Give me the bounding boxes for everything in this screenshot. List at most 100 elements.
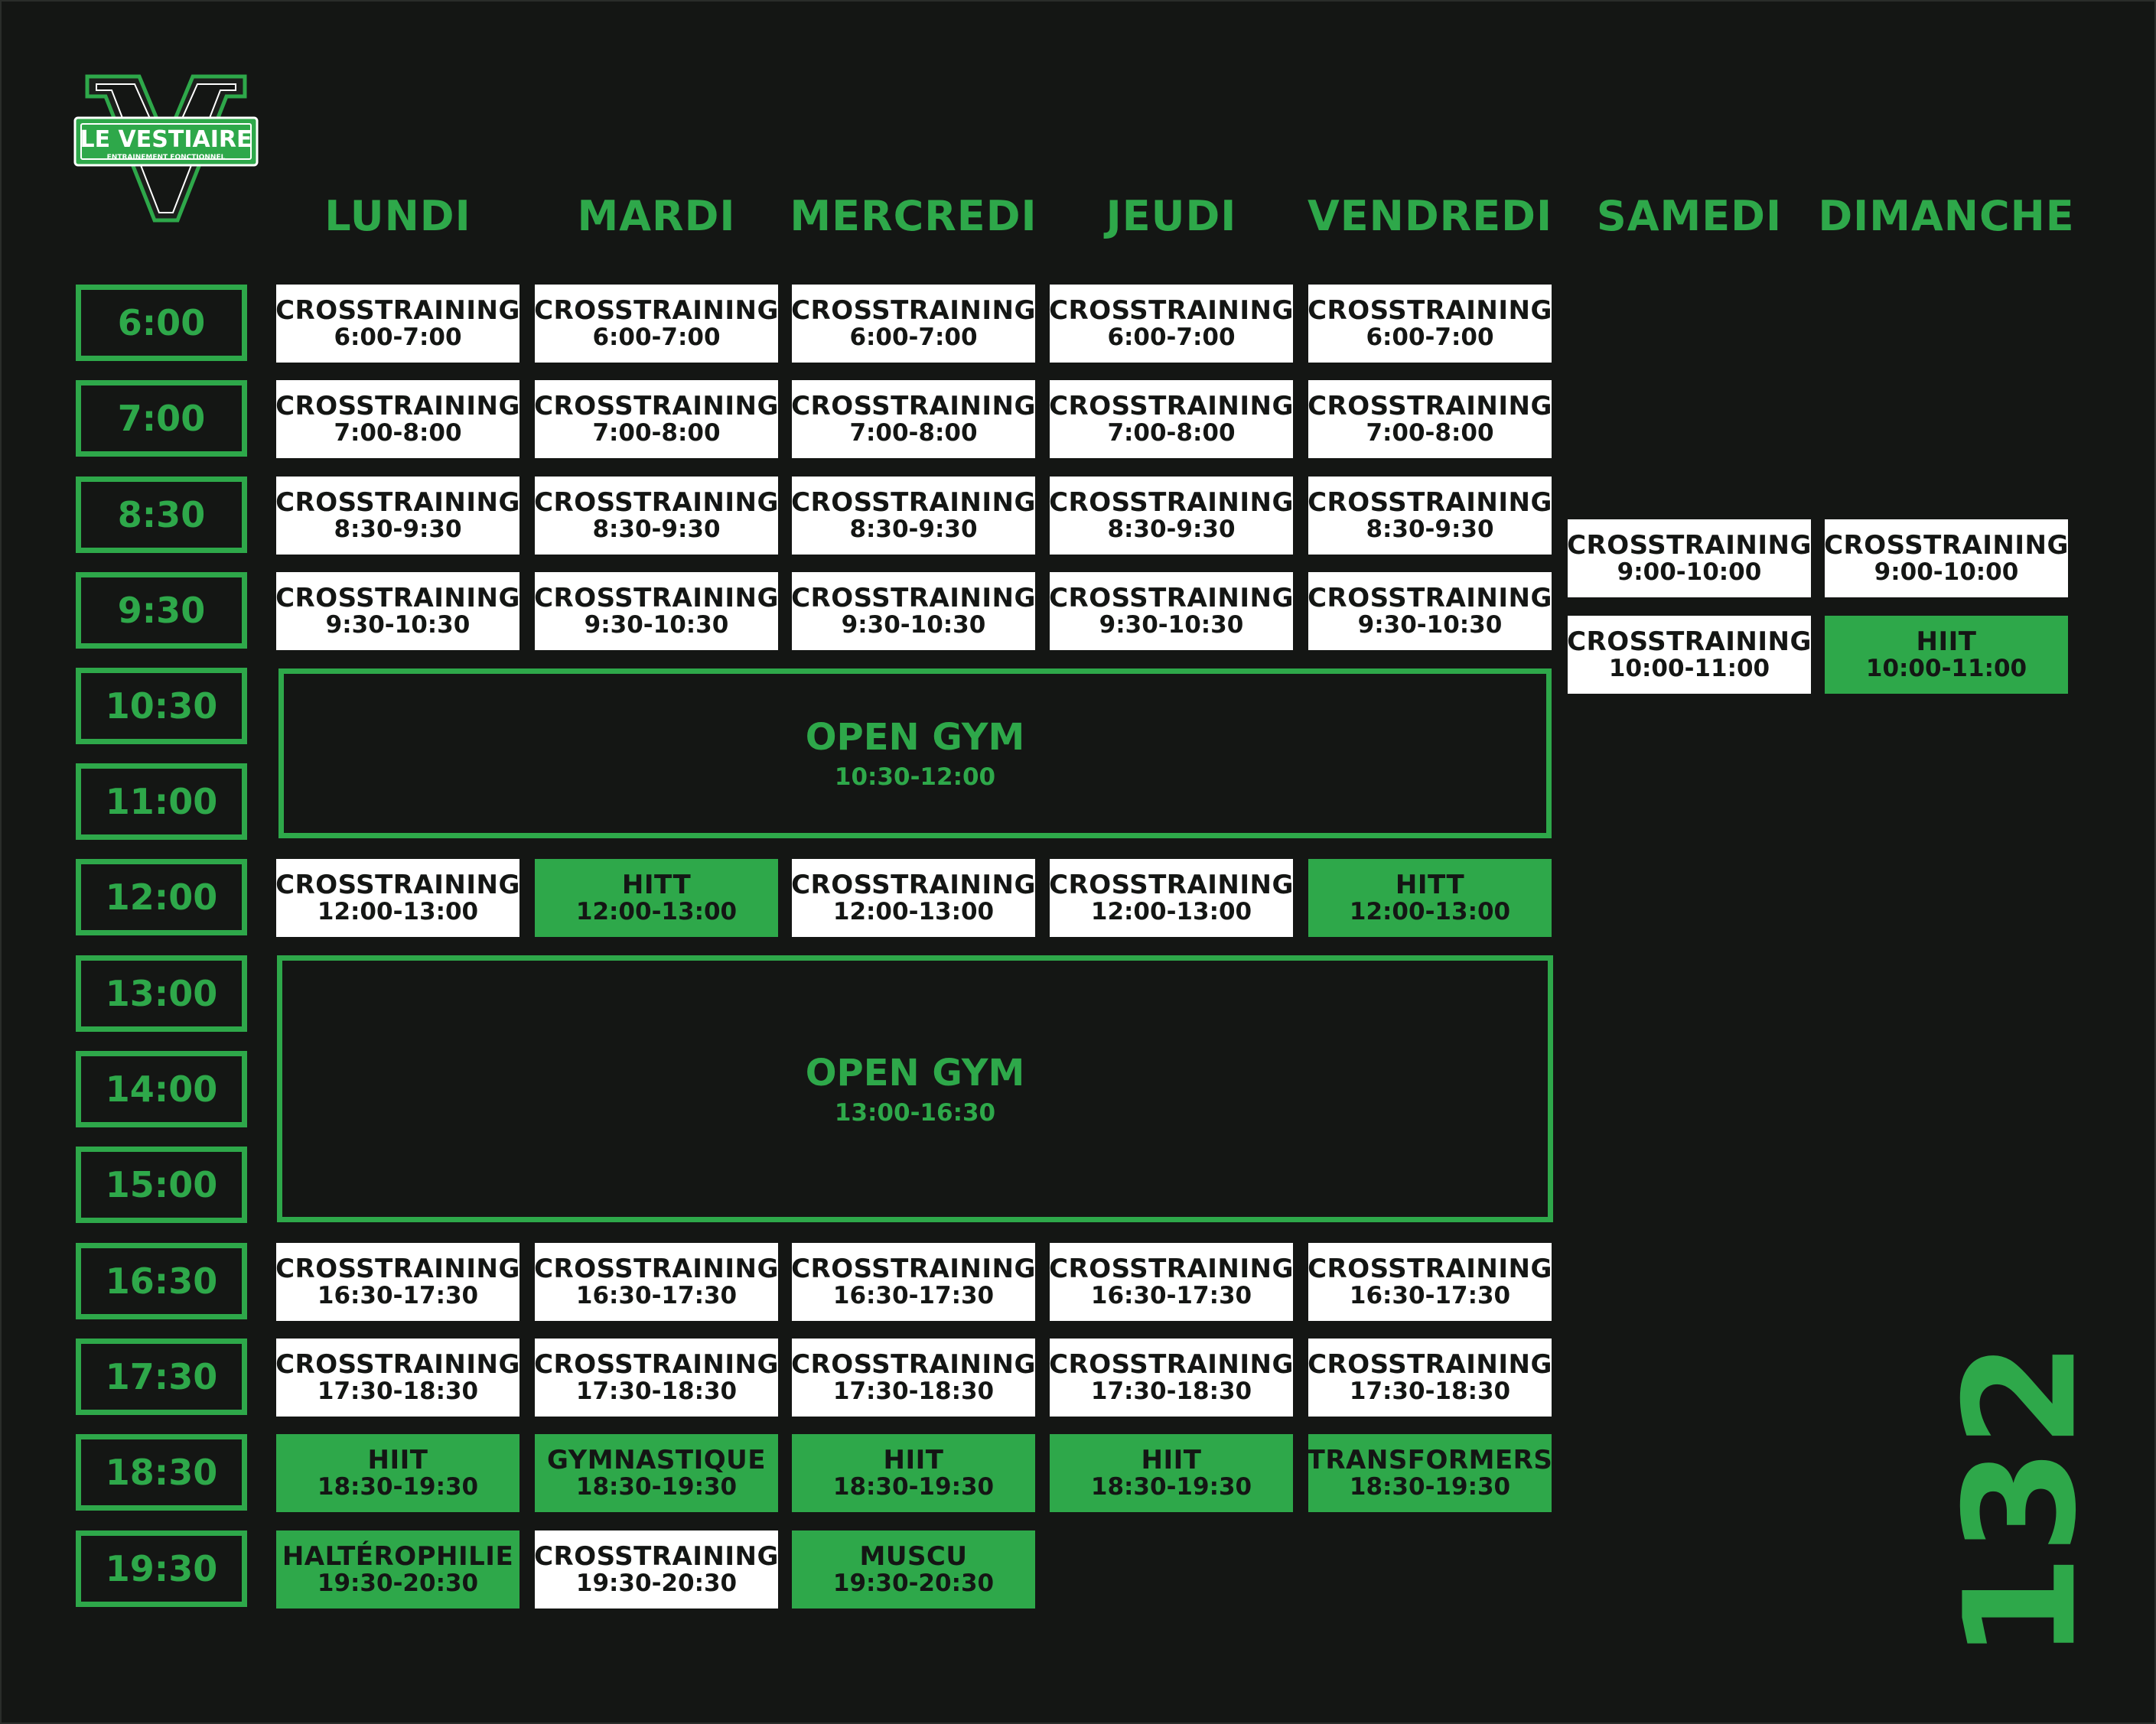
class-hours: 16:30-17:30 <box>575 1281 738 1309</box>
class-name: CROSSTRAINING <box>275 869 520 900</box>
class-hours: 17:30-18:30 <box>317 1377 479 1405</box>
class-name: HIIT <box>1916 626 1977 657</box>
class-hours: 8:30-9:30 <box>1366 515 1494 543</box>
class-hours: 12:00-13:00 <box>575 897 738 925</box>
open-gym-name: OPEN GYM <box>805 1051 1025 1095</box>
logo-tagline: ENTRAINEMENT FONCTIONNEL <box>107 154 226 161</box>
class-name: CROSSTRAINING <box>791 486 1036 518</box>
class-hours: 19:30-20:30 <box>317 1569 479 1597</box>
class-hours: 9:00-10:00 <box>1874 558 2019 586</box>
time-slot-label: 8:30 <box>76 477 247 553</box>
open-gym-block-afternoon: OPEN GYM 13:00-16:30 <box>277 955 1553 1222</box>
time-slot-label: 17:30 <box>76 1339 247 1415</box>
day-header-mardi: MARDI <box>577 191 736 240</box>
class-name: HITT <box>621 869 692 900</box>
class-name: CROSSTRAINING <box>275 1253 520 1284</box>
class-name: CROSSTRAINING <box>791 582 1036 613</box>
class-hours: 7:00-8:00 <box>1366 418 1494 447</box>
class-name: HALTÉROPHILIE <box>282 1540 514 1572</box>
class-hours: 16:30-17:30 <box>1349 1281 1511 1309</box>
class-hours: 9:30-10:30 <box>325 610 471 639</box>
class-name: CROSSTRAINING <box>1049 1253 1294 1284</box>
class-hours: 12:00-13:00 <box>832 897 995 925</box>
day-header-dimanche: DIMANCHE <box>1818 191 2075 240</box>
class-hours: 6:00-7:00 <box>1107 323 1236 351</box>
class-name: CROSSTRAINING <box>1567 626 1812 657</box>
class-hours: 18:30-19:30 <box>1349 1472 1511 1501</box>
day-header-jeudi: JEUDI <box>1106 191 1237 240</box>
class-name: CROSSTRAINING <box>534 390 779 421</box>
class-name: CROSSTRAINING <box>791 294 1036 326</box>
class-hours: 18:30-19:30 <box>575 1472 738 1501</box>
class-hours: 9:30-10:30 <box>841 610 986 639</box>
class-name: CROSSTRAINING <box>1049 869 1294 900</box>
class-hours: 6:00-7:00 <box>1366 323 1494 351</box>
class-name: CROSSTRAINING <box>1049 486 1294 518</box>
class-name: CROSSTRAINING <box>275 486 520 518</box>
class-hours: 9:30-10:30 <box>584 610 729 639</box>
time-slot-label: 15:00 <box>76 1147 247 1223</box>
class-name: CROSSTRAINING <box>534 1540 779 1572</box>
class-hours: 9:00-10:00 <box>1617 558 1762 586</box>
class-name: CROSSTRAINING <box>1824 529 2069 561</box>
class-hours: 8:30-9:30 <box>849 515 978 543</box>
class-hours: 12:00-13:00 <box>317 897 479 925</box>
day-header-mercredi: MERCREDI <box>790 191 1037 240</box>
class-name: CROSSTRAINING <box>275 294 520 326</box>
class-name: HITT <box>1395 869 1465 900</box>
class-name: TRANSFORMERS <box>1307 1444 1553 1475</box>
class-hours: 7:00-8:00 <box>1107 418 1236 447</box>
class-name: CROSSTRAINING <box>275 1348 520 1380</box>
class-name: CROSSTRAINING <box>791 869 1036 900</box>
class-name: CROSSTRAINING <box>791 390 1036 421</box>
class-name: HIIT <box>367 1444 428 1475</box>
class-name: CROSSTRAINING <box>275 390 520 421</box>
class-hours: 9:30-10:30 <box>1099 610 1244 639</box>
class-hours: 6:00-7:00 <box>334 323 462 351</box>
class-hours: 19:30-20:30 <box>832 1569 995 1597</box>
time-slot-label: 13:00 <box>76 955 247 1032</box>
class-hours: 9:30-10:30 <box>1357 610 1503 639</box>
class-name: CROSSTRAINING <box>1308 1348 1552 1380</box>
day-header-vendredi: VENDREDI <box>1307 191 1553 240</box>
class-hours: 7:00-8:00 <box>334 418 462 447</box>
class-name: HIIT <box>1141 1444 1202 1475</box>
class-hours: 10:00-11:00 <box>1608 654 1770 682</box>
class-hours: 12:00-13:00 <box>1349 897 1511 925</box>
logo-name: LE VESTIAIRE <box>80 126 252 153</box>
time-slot-label: 12:00 <box>76 859 247 935</box>
class-hours: 6:00-7:00 <box>849 323 978 351</box>
class-hours: 16:30-17:30 <box>1090 1281 1252 1309</box>
class-name: CROSSTRAINING <box>1049 582 1294 613</box>
class-hours: 19:30-20:30 <box>575 1569 738 1597</box>
open-gym-name: OPEN GYM <box>805 716 1025 759</box>
class-hours: 16:30-17:30 <box>317 1281 479 1309</box>
